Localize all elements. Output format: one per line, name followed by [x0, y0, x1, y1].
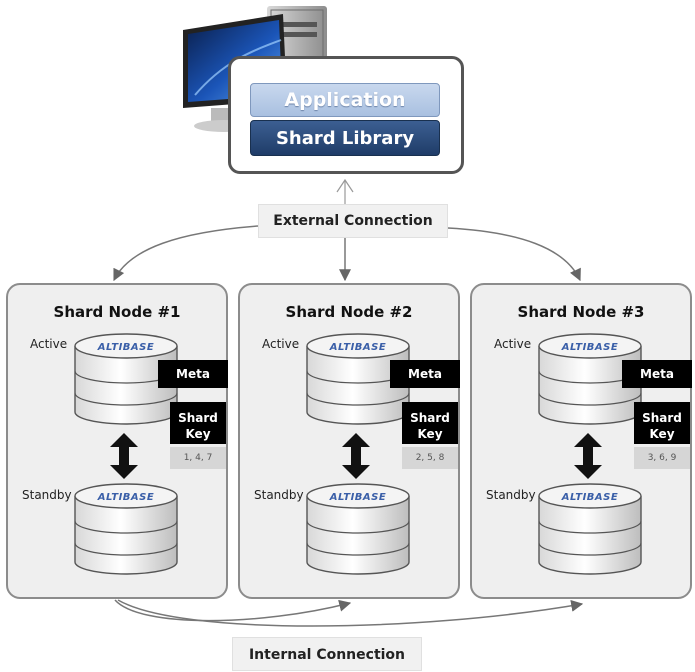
application-box: Application: [250, 83, 440, 117]
active-database-icon: ALTIBASE: [306, 333, 410, 425]
altibase-logo: ALTIBASE: [97, 492, 154, 503]
internal-link-1-2: [114, 599, 352, 622]
standby-database-icon: ALTIBASE: [306, 483, 410, 575]
arrow-to-node-1: [113, 225, 259, 282]
altibase-logo: ALTIBASE: [561, 492, 618, 503]
shard-key-values: 2, 5, 8: [402, 447, 458, 469]
meta-badge: Meta: [622, 360, 692, 388]
meta-badge: Meta: [390, 360, 460, 388]
active-database-icon: ALTIBASE: [538, 333, 642, 425]
standby-label: Standby: [486, 488, 536, 502]
replication-swap-icon: [342, 433, 370, 479]
shard-library-box: Shard Library: [250, 120, 440, 156]
altibase-logo: ALTIBASE: [329, 342, 386, 353]
shard-node-title: Shard Node #3: [517, 303, 645, 321]
internal-link-1-3: [117, 599, 584, 627]
altibase-logo: ALTIBASE: [97, 342, 154, 353]
shard-key-values: 1, 4, 7: [170, 447, 226, 469]
shard-node-1: Shard Node #1 Active ALTIBASE Meta Shard…: [6, 283, 228, 599]
active-label: Active: [262, 337, 300, 351]
standby-database-icon: ALTIBASE: [74, 483, 178, 575]
shard-key-values: 3, 6, 9: [634, 447, 690, 469]
standby-label: Standby: [254, 488, 304, 502]
meta-badge: Meta: [158, 360, 228, 388]
active-label: Active: [494, 337, 532, 351]
shard-node-2: Shard Node #2 Active ALTIBASE Meta Shard…: [238, 283, 460, 599]
standby-label: Standby: [22, 488, 72, 502]
standby-database-icon: ALTIBASE: [538, 483, 642, 575]
shard-node-title: Shard Node #2: [285, 303, 413, 321]
active-label: Active: [30, 337, 68, 351]
shard-node-3: Shard Node #3 Active ALTIBASE Meta Shard…: [470, 283, 692, 599]
replication-swap-icon: [110, 433, 138, 479]
shard-node-title: Shard Node #1: [53, 303, 181, 321]
altibase-logo: ALTIBASE: [329, 492, 386, 503]
external-connection-label: External Connection: [258, 204, 448, 238]
altibase-logo: ALTIBASE: [561, 342, 618, 353]
replication-swap-icon: [574, 433, 602, 479]
arrow-to-node-3: [447, 227, 581, 282]
active-database-icon: ALTIBASE: [74, 333, 178, 425]
internal-connection-label: Internal Connection: [232, 637, 422, 671]
